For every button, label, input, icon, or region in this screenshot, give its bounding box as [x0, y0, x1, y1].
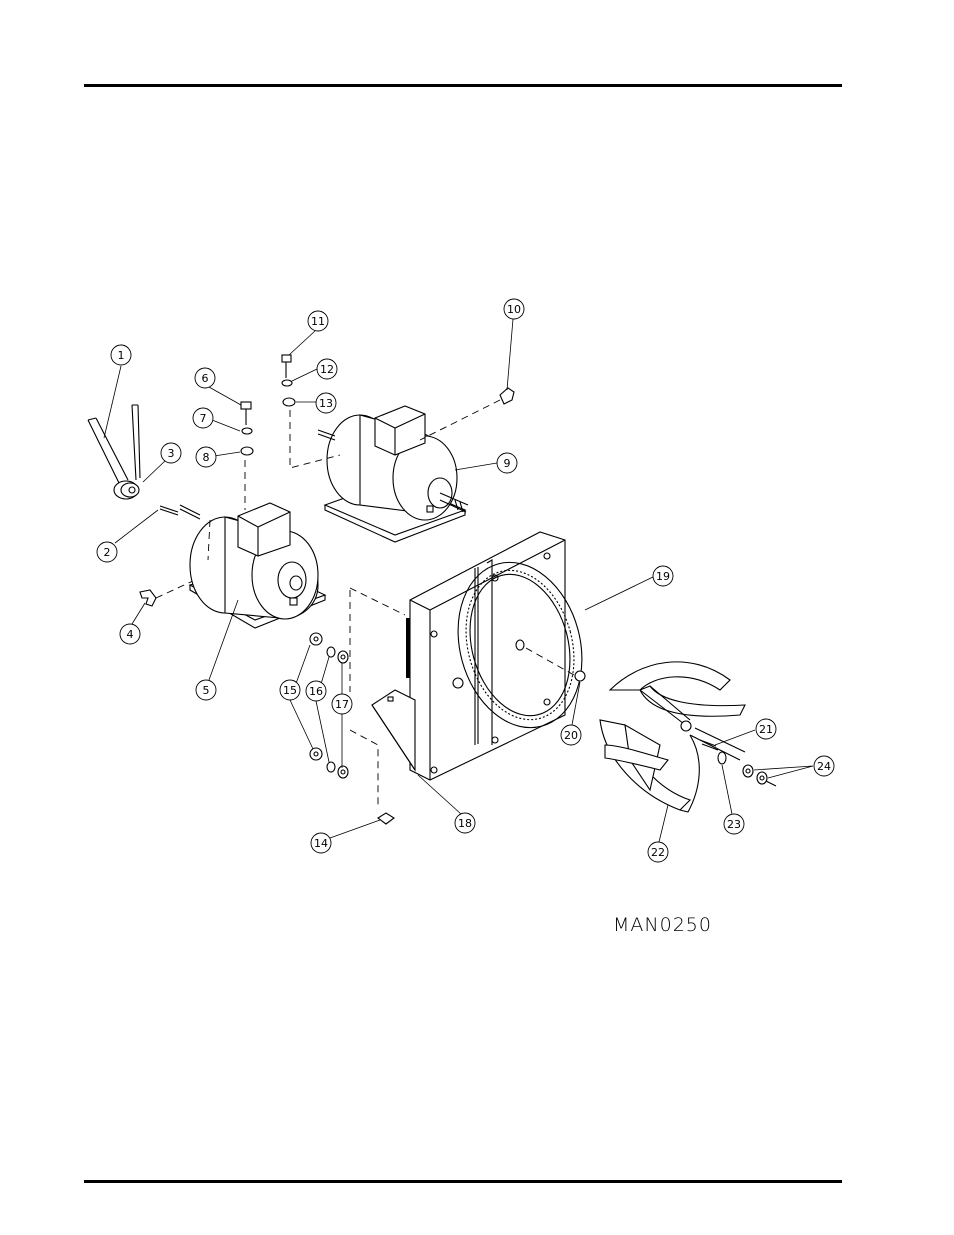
callout-22: 22 [647, 841, 669, 863]
svg-text:4: 4 [127, 628, 134, 641]
key-part-21 [699, 739, 719, 751]
svg-text:20: 20 [564, 729, 578, 742]
callout-13: 13 [315, 392, 337, 414]
callout-7: 7 [192, 407, 214, 429]
fitting-part [499, 387, 515, 405]
callout-5: 5 [195, 679, 217, 701]
svg-text:10: 10 [507, 303, 521, 316]
callout-12: 12 [316, 358, 338, 380]
svg-text:18: 18 [458, 817, 472, 830]
callout-18: 18 [454, 812, 476, 834]
leader-lines [103, 318, 814, 843]
callout-16: 16 [305, 680, 327, 702]
bottom-rule [84, 1180, 842, 1183]
svg-text:15: 15 [283, 684, 297, 697]
fan-wheel-part [599, 661, 746, 813]
callout-6: 6 [194, 367, 216, 389]
callout-24: 24 [813, 755, 835, 777]
callout-10: 10 [503, 298, 525, 320]
svg-text:2: 2 [104, 546, 111, 559]
callout-17: 17 [331, 693, 353, 715]
svg-text:13: 13 [319, 397, 333, 410]
callout-20: 20 [560, 724, 582, 746]
callout-8: 8 [195, 446, 217, 468]
bolt-washer-set-right [281, 354, 296, 407]
svg-text:23: 23 [727, 818, 741, 831]
callout-4: 4 [119, 623, 141, 645]
svg-text:21: 21 [759, 723, 773, 736]
callout-23: 23 [723, 813, 745, 835]
hardware-set-15-16-17 [309, 632, 349, 779]
drawing-code: MAN0250 [613, 914, 712, 936]
callout-19: 19 [652, 565, 674, 587]
housing-part [371, 531, 583, 781]
top-rule [84, 84, 842, 87]
callout-15: 15 [279, 679, 301, 701]
callout-9: 9 [496, 452, 518, 474]
svg-text:16: 16 [309, 685, 323, 698]
key-part [159, 505, 179, 516]
svg-text:3: 3 [168, 447, 175, 460]
svg-text:11: 11 [311, 315, 325, 328]
elbow-fitting-part [139, 589, 157, 607]
svg-text:5: 5 [203, 684, 210, 697]
washer-part-23 [717, 751, 727, 765]
svg-text:17: 17 [335, 698, 349, 711]
callout-14: 14 [310, 832, 332, 854]
callout-11: 11 [307, 310, 329, 332]
bolt-washer-set-left [240, 401, 254, 456]
svg-text:8: 8 [203, 451, 210, 464]
svg-text:19: 19 [656, 570, 670, 583]
belt-part [87, 404, 141, 486]
svg-text:9: 9 [504, 457, 511, 470]
pulley-part [113, 480, 140, 500]
svg-text:24: 24 [817, 760, 831, 773]
callout-1: 1 [110, 344, 132, 366]
callout-2: 2 [96, 541, 118, 563]
nut-set-24 [742, 764, 777, 787]
callout-3: 3 [160, 442, 182, 464]
svg-text:22: 22 [651, 846, 665, 859]
nut-part-20 [574, 670, 586, 682]
svg-text:12: 12 [320, 363, 334, 376]
svg-text:6: 6 [202, 372, 209, 385]
motor-left-part [179, 502, 327, 629]
callout-21: 21 [755, 718, 777, 740]
svg-text:14: 14 [314, 837, 328, 850]
square-nut-part [377, 812, 395, 825]
svg-text:7: 7 [200, 412, 207, 425]
svg-text:1: 1 [118, 349, 125, 362]
motor-right-part [317, 405, 469, 543]
